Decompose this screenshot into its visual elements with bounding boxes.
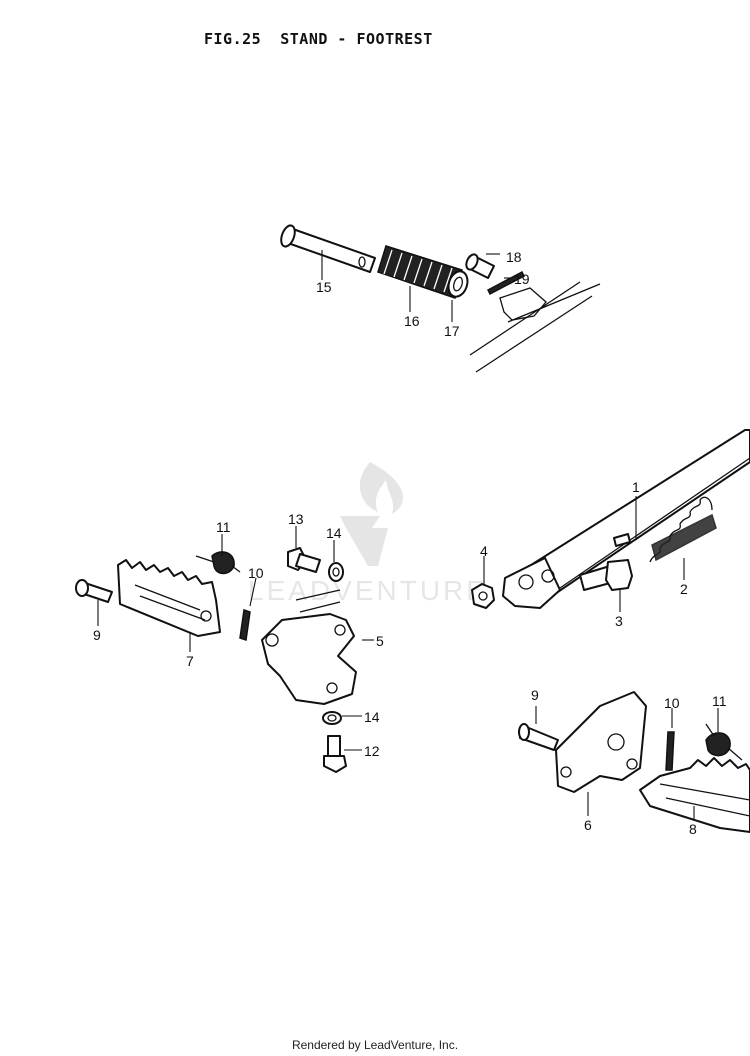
frame-bracket-top: [469, 281, 601, 373]
watermark-logo: LEADVENTURE: [248, 462, 488, 606]
part-12-bracket-bolt: [323, 735, 347, 773]
callout-18: 18: [506, 249, 522, 265]
callout-19: 19: [514, 271, 530, 287]
callout-8: 8: [689, 821, 697, 837]
part-10-pin-right: [665, 731, 675, 771]
callout-1: 1: [632, 479, 640, 495]
part-5-footrest-bracket: [261, 589, 357, 705]
part-1-side-stand: [502, 429, 750, 609]
part-17-rubber-end: [447, 270, 469, 298]
callout-7: 7: [186, 653, 194, 669]
footer-credit: Rendered by LeadVenture, Inc.: [291, 1038, 459, 1052]
part-11-spring-left: [195, 551, 241, 575]
part-8-footrest-right: [639, 757, 750, 833]
callout-11-left: 11: [216, 519, 231, 535]
callout-10-left: 10: [248, 565, 264, 581]
figure-title: FIG.25 STAND - FOOTREST: [204, 30, 433, 48]
callout-15: 15: [316, 279, 332, 295]
callout-3: 3: [615, 613, 623, 629]
part-7-footrest-left: [117, 559, 221, 637]
callout-16: 16: [404, 313, 420, 329]
callout-14-top: 14: [326, 525, 342, 541]
callout-17: 17: [444, 323, 460, 339]
part-11-spring-right: [705, 723, 743, 761]
callout-11-right: 11: [712, 693, 727, 709]
watermark-text: LEADVENTURE: [248, 575, 488, 606]
part-14-washer-top: [328, 562, 344, 582]
part-9-footrest-pin-right: [518, 723, 559, 751]
callout-labels: 15 16 17 18 19 1 2 3 4 5 6 7 8 9 9 10 10…: [93, 249, 727, 837]
callout-4: 4: [480, 543, 488, 559]
part-6-footrest-bracket-right: [555, 691, 647, 793]
callout-14-bottom: 14: [364, 709, 380, 725]
callout-2: 2: [680, 581, 688, 597]
callout-10-right: 10: [664, 695, 680, 711]
part-15-footrest-pin: [280, 224, 376, 273]
callout-5: 5: [376, 633, 384, 649]
part-14-washer-bottom: [322, 711, 342, 725]
part-4-stand-nut: [471, 583, 495, 609]
callout-12: 12: [364, 743, 380, 759]
callout-13: 13: [288, 511, 304, 527]
part-9-footrest-pin-left: [75, 579, 113, 603]
part-10-pin-left: [239, 609, 251, 641]
part-3-stand-bolt: [579, 559, 633, 591]
part-16-footrest-rubber: [377, 245, 463, 299]
part-18-clevis-pin: [465, 253, 495, 279]
callout-9-left: 9: [93, 627, 101, 643]
callout-9-right: 9: [531, 687, 539, 703]
part-13-bracket-bolt: [287, 547, 321, 573]
callout-6: 6: [584, 817, 592, 833]
leader-lines: [97, 250, 719, 820]
part-2-stand-spring: [649, 496, 717, 563]
